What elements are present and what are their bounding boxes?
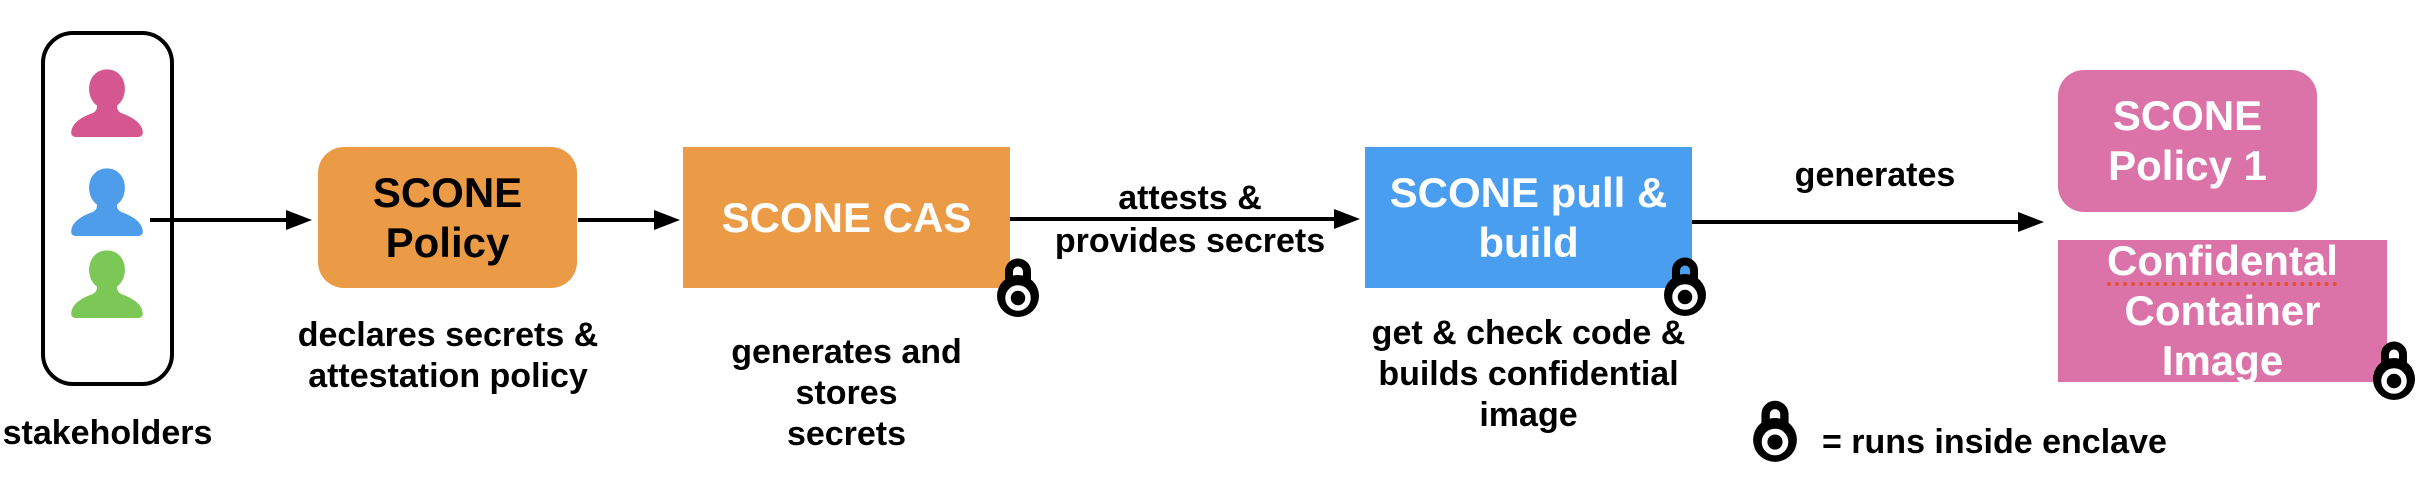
person-green-icon — [67, 248, 147, 318]
stakeholders-group-box — [41, 31, 174, 386]
scone-policy-title-line2: Policy — [385, 218, 510, 266]
scone-pull-build-title-line1: SCONE pull & — [1389, 168, 1668, 216]
padlock-icon — [995, 254, 1041, 318]
scone-policy-1-title-line1: SCONE — [2112, 92, 2263, 139]
person-pink-icon — [67, 67, 147, 137]
arrow-stakeholders-to-policy — [150, 218, 286, 222]
scone-policy-caption: declares secrets & attestation policy — [297, 316, 599, 395]
padlock-icon — [2371, 337, 2417, 401]
scone-cas-title: SCONE CAS — [721, 193, 972, 241]
confidential-container-image-line2: Container Image — [2124, 287, 2321, 384]
scone-policy-title-line1: SCONE — [372, 168, 523, 216]
generates-label: generates — [1794, 156, 1956, 194]
arrow-cas-to-pullbuild — [1010, 217, 1334, 221]
arrow-pullbuild-to-outputs — [1692, 220, 2018, 224]
scone-policy-1-node: SCONE Policy 1 — [2058, 70, 2317, 212]
scone-cas-node: SCONE CAS — [683, 147, 1010, 288]
padlock-icon — [1662, 253, 1708, 317]
arrow-policy-to-cas — [578, 218, 654, 222]
legend-text: = runs inside enclave — [1822, 423, 2167, 461]
scone-pull-build-title-line2: build — [1478, 218, 1579, 266]
confidential-container-image-line1: Confidental — [2107, 237, 2338, 284]
legend-padlock-icon — [1751, 396, 1799, 463]
scone-policy-node: SCONE Policy — [318, 147, 577, 288]
attests-label-line1: attests & — [1118, 179, 1262, 217]
confidential-container-image-node: Confidental Container Image — [2058, 237, 2387, 384]
person-blue-icon — [67, 166, 147, 236]
scone-pull-build-node: SCONE pull & build — [1365, 147, 1692, 288]
stakeholders-label: stakeholders — [2, 414, 213, 452]
scone-cas-caption: generates and stores secrets — [731, 333, 962, 453]
attests-label-line2: provides secrets — [1054, 222, 1326, 260]
scone-policy-1-title-line2: Policy 1 — [2108, 142, 2267, 189]
scone-pull-build-caption: get & check code & builds confidential i… — [1371, 314, 1686, 434]
